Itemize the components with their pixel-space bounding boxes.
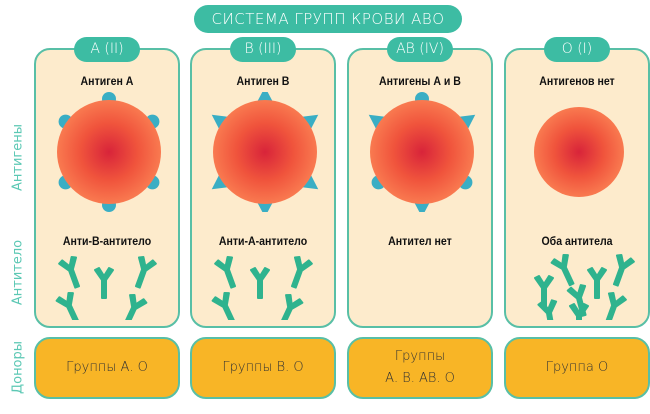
donor-text: А. В. АВ. О	[385, 371, 455, 386]
donor-text: Группы А. О	[66, 360, 148, 375]
side-label-antibody: Антитело	[10, 239, 26, 306]
antibody-label: Антител нет	[388, 234, 452, 248]
donor-box: Группа О	[504, 337, 650, 399]
page-title: СИСТЕМА ГРУПП КРОВИ АВО	[194, 5, 462, 33]
antibody-icon	[214, 256, 237, 289]
donor-text: Группы	[394, 349, 446, 364]
antibody-icon	[134, 256, 157, 289]
red-blood-cell-icon	[534, 107, 624, 197]
antibody-label: Анти-В-антитело	[62, 234, 152, 248]
antibody-label: Анти-А-антитело	[218, 234, 308, 248]
antigen-label: Антиген В	[236, 74, 290, 88]
antibody-icon	[537, 299, 558, 320]
antibody-icon	[55, 292, 80, 320]
antigen-label: Антигенов нет	[539, 74, 615, 88]
antibodies	[534, 254, 635, 320]
antibody-icon	[550, 254, 575, 287]
antigen-label: Антиген А	[80, 74, 134, 88]
blood-group-card: Антигены А и В Антител нет	[347, 48, 493, 328]
donor-text: Группа О	[545, 360, 609, 375]
antibody-icon	[211, 292, 236, 320]
antibody-icon	[587, 267, 607, 299]
red-blood-cell-icon	[57, 92, 161, 212]
antibody-icon	[604, 292, 627, 320]
blood-group-tab: B (III)	[230, 37, 296, 62]
antibody-label: Оба антитела	[541, 234, 613, 248]
antibody-icon	[279, 294, 304, 320]
antibody-icon	[94, 267, 114, 299]
antibody-icon	[250, 267, 270, 299]
side-label-antigens: Антигены	[10, 124, 26, 192]
donor-box: Группы А. О	[34, 337, 180, 399]
donor-text: Группы В. О	[222, 360, 304, 375]
antibody-icon	[569, 303, 589, 320]
donor-box: Группы А. В. АВ. О	[347, 337, 493, 399]
antibodies	[211, 256, 313, 320]
antigen-label: Антигены А и В	[379, 74, 461, 88]
blood-group-tab: O (I)	[544, 37, 610, 62]
antibody-icon	[58, 256, 81, 289]
antibody-icon	[612, 254, 635, 287]
antibodies	[55, 256, 157, 320]
antibody-icon	[290, 256, 313, 289]
blood-group-tab: AB (IV)	[387, 37, 453, 62]
red-blood-cell-icon	[368, 92, 476, 212]
blood-group-card: Антиген А Анти-В-антитело	[34, 48, 180, 328]
side-label-donors: Доноры	[10, 340, 26, 395]
blood-group-tab: A (II)	[74, 37, 140, 62]
red-blood-cell-icon	[211, 92, 319, 212]
antibody-icon	[123, 294, 148, 320]
antibodies	[357, 250, 487, 320]
blood-group-card: Антиген В Анти-А-антитело	[190, 48, 336, 328]
blood-group-card: Антигенов нет Оба антитела	[504, 48, 650, 328]
donor-box: Группы В. О	[190, 337, 336, 399]
